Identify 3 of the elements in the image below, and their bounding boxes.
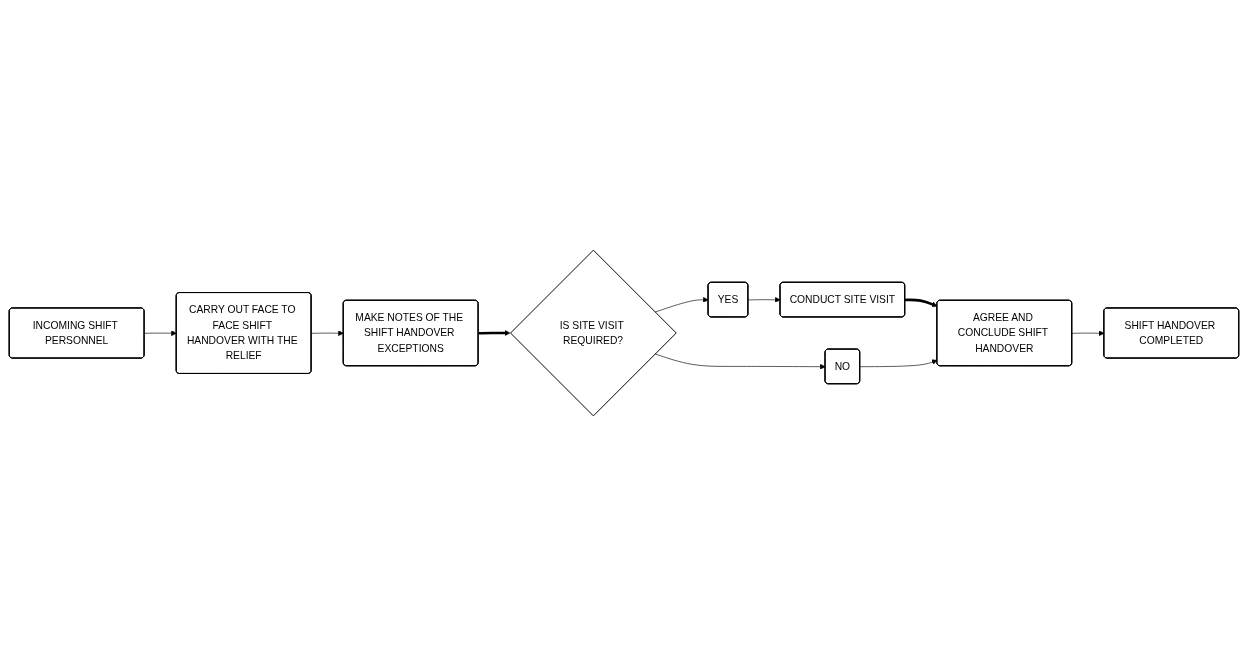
- arrow: [905, 298, 938, 307]
- arrow: [478, 330, 511, 336]
- node-diamond: IS SITE VISIT REQUIRED?: [510, 249, 677, 417]
